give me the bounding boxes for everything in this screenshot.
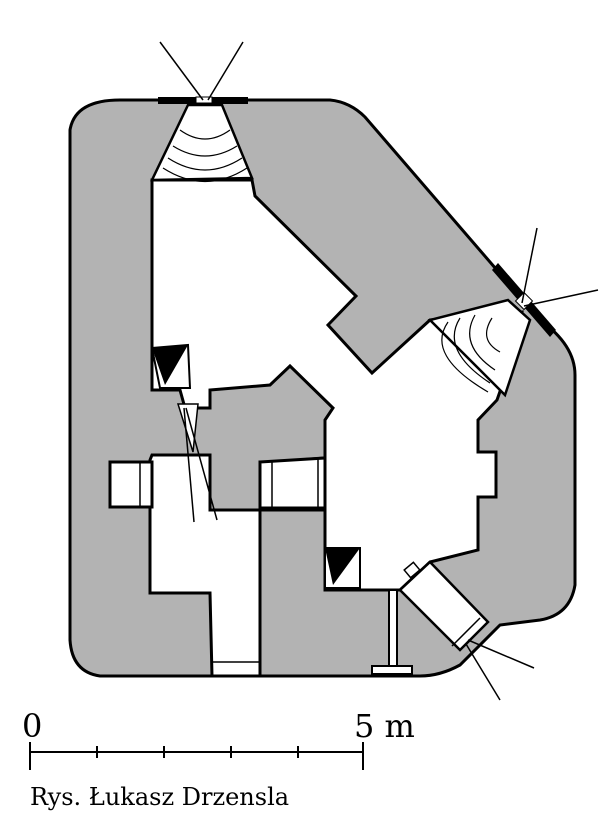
southeast-fire-lines [465,639,535,701]
ventilation-shaft [388,589,398,671]
ventilation-base [371,665,413,675]
west-niche [108,460,154,509]
southeast-port-line [451,617,481,647]
northeast-field-of-fire-arcs [441,314,501,393]
north-field-of-fire-arcs [162,129,248,183]
south-post-fill [325,548,360,585]
periscope-sight-lines [183,407,218,523]
scale-end-label: 5 m [354,707,415,745]
north-embrasure [149,103,254,182]
east-passage [258,456,327,510]
northwest-post-fill [152,345,188,385]
southeast-embrasure [398,560,490,652]
scale-start-label: 0 [22,707,43,745]
southeast-periscope [403,561,421,579]
north-fire-lines [159,41,244,101]
scale-bar [29,742,364,770]
north-gun-port [195,96,213,104]
northeast-fire-lines [521,227,599,307]
drawing-credit: Rys. Łukasz Drzensla [30,783,290,811]
northeast-embrasure [427,298,532,398]
